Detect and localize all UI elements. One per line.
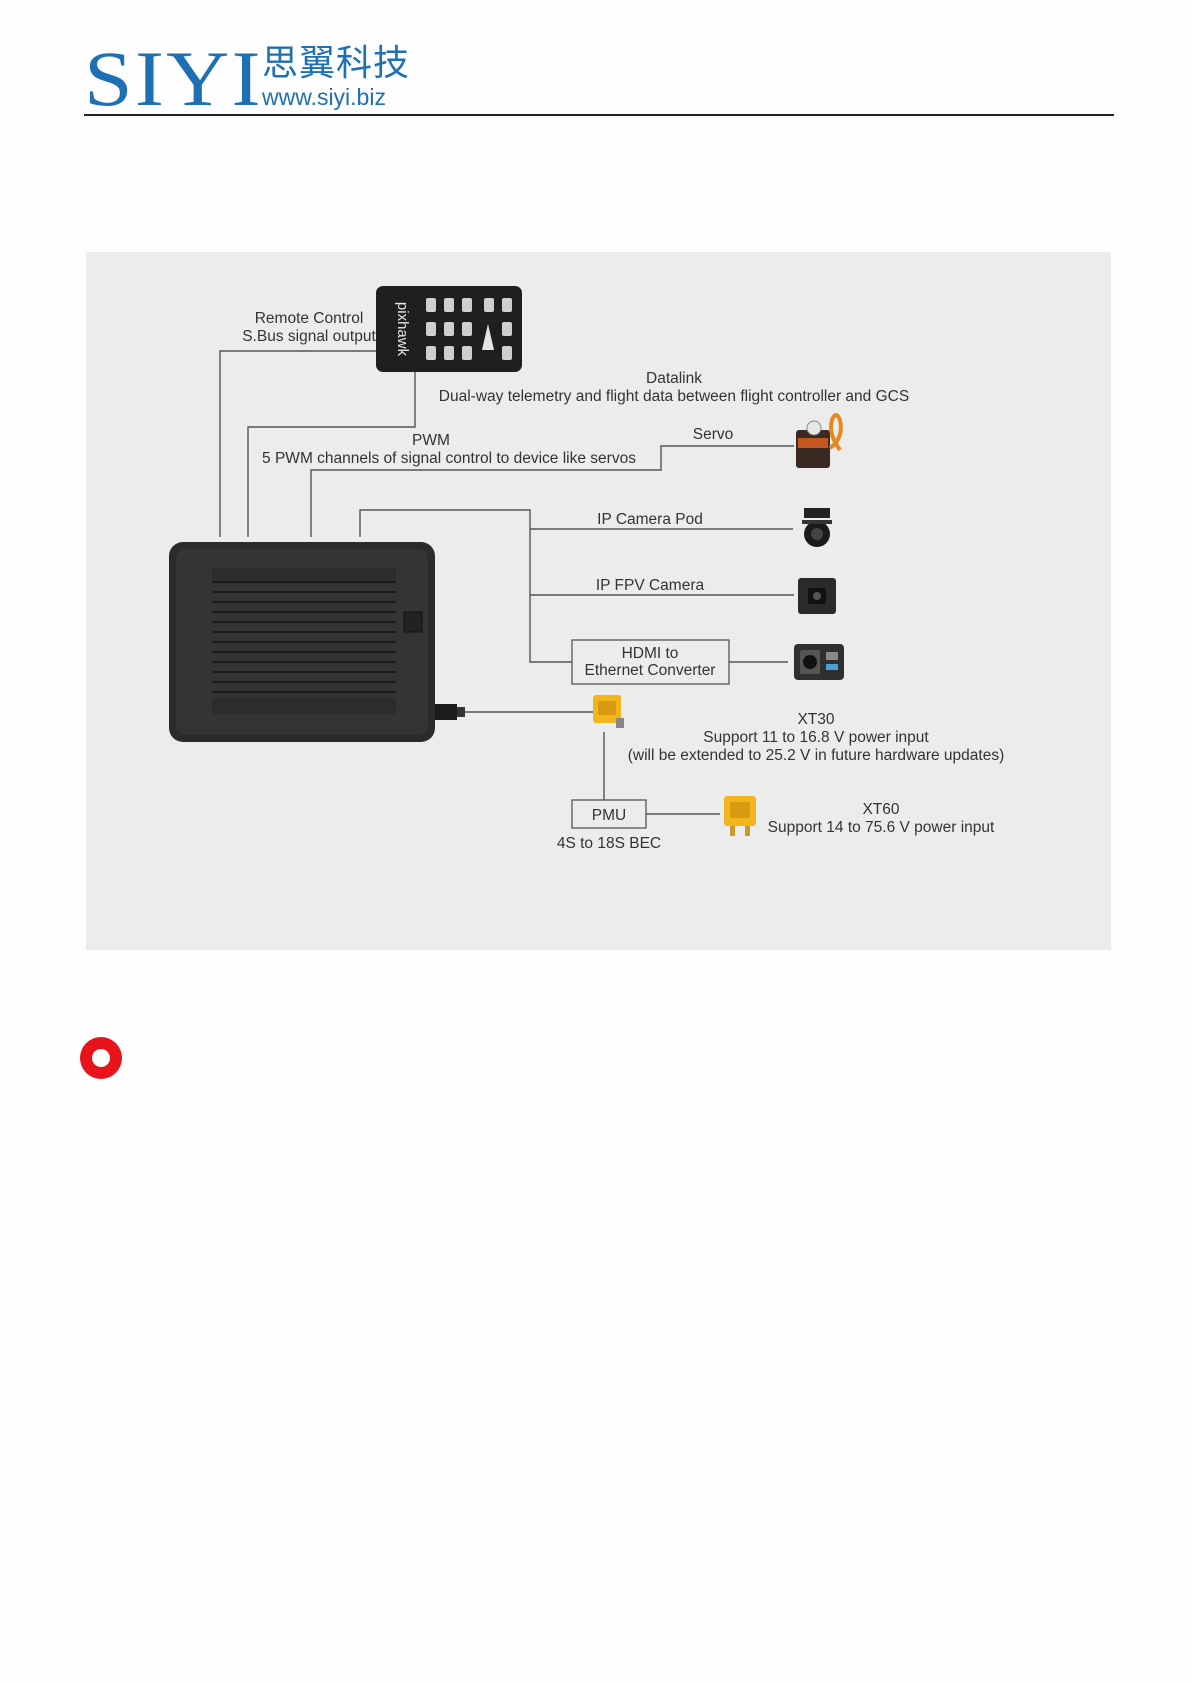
label-xt30: XT30 xyxy=(797,711,834,728)
label-sbus-output: S.Bus signal output xyxy=(242,328,376,345)
servo-device xyxy=(796,413,843,468)
label-xt30-desc2: (will be extended to 25.2 V in future ha… xyxy=(628,747,1005,764)
label-pwm: PWM xyxy=(412,432,450,449)
label-pmu: PMU xyxy=(592,807,626,824)
label-xt60: XT60 xyxy=(862,801,899,818)
siyi-device xyxy=(169,542,465,742)
connection-lines xyxy=(219,350,794,815)
label-xt30-desc1: Support 11 to 16.8 V power input xyxy=(703,729,929,746)
label-hdmi-line1: HDMI to xyxy=(622,645,679,662)
ip-fpv-camera xyxy=(798,578,836,614)
label-ip-camera-pod: IP Camera Pod xyxy=(597,511,703,528)
ip-camera-pod xyxy=(802,508,832,547)
hdmi-converter-box xyxy=(571,639,730,685)
xt30-connector xyxy=(593,695,624,728)
pmu-box xyxy=(571,799,647,829)
page-header: SIYI 思翼科技 www.siyi.biz xyxy=(84,35,1114,122)
pixhawk-brand-label: pixhawk xyxy=(394,302,411,357)
pixhawk-flight-controller: pixhawk xyxy=(376,286,522,372)
brand-chinese-name: 思翼科技 xyxy=(262,43,411,84)
label-xt60-desc: Support 14 to 75.6 V power input xyxy=(768,819,995,836)
label-ip-fpv-camera: IP FPV Camera xyxy=(596,577,705,594)
label-remote-control: Remote Control xyxy=(255,310,364,327)
header-divider xyxy=(84,114,1114,116)
xt60-connector xyxy=(724,796,756,836)
label-datalink: Datalink xyxy=(646,370,702,387)
label-servo: Servo xyxy=(693,426,734,443)
notice-icon xyxy=(80,1037,122,1079)
connection-diagram: pixhawk xyxy=(86,252,1111,950)
diagram-svg: pixhawk xyxy=(169,286,1005,852)
brand-url: www.siyi.biz xyxy=(262,84,386,110)
label-pmu-desc: 4S to 18S BEC xyxy=(557,835,661,852)
label-datalink-desc: Dual-way telemetry and flight data betwe… xyxy=(439,388,909,405)
label-hdmi-line2: Ethernet Converter xyxy=(585,662,716,679)
label-pwm-desc: 5 PWM channels of signal control to devi… xyxy=(262,450,636,467)
hdmi-action-camera xyxy=(794,644,844,680)
siyi-logo: SIYI xyxy=(84,35,263,122)
